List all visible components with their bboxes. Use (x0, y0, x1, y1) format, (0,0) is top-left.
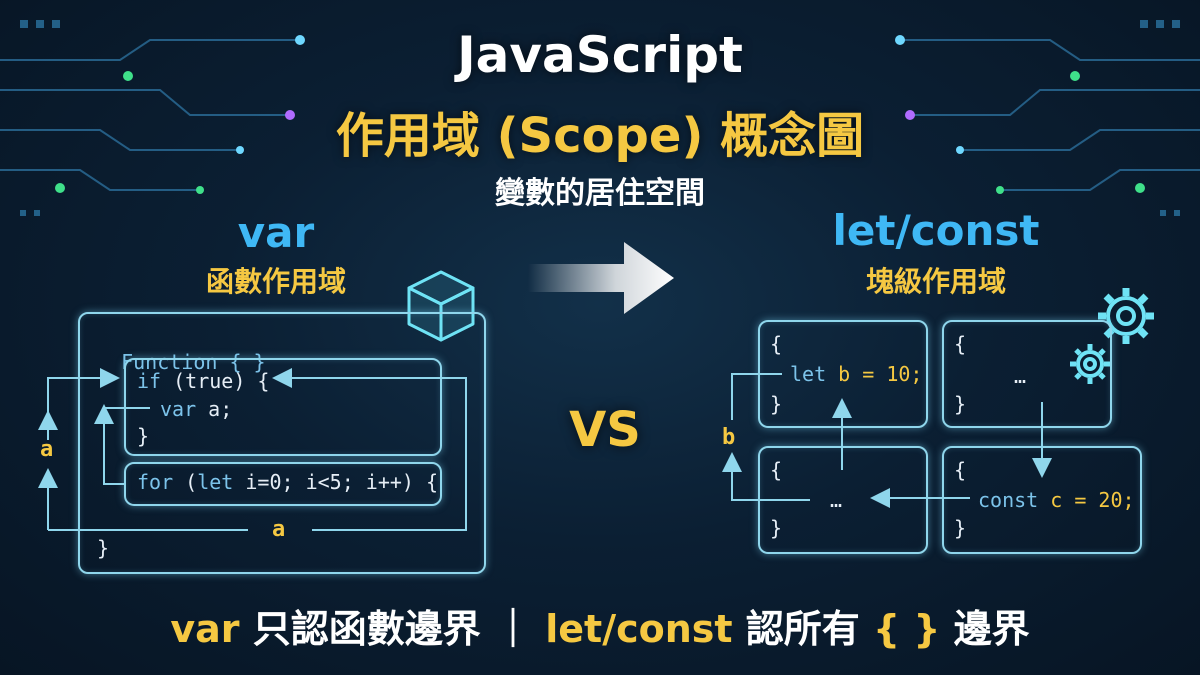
var-heading: var (237, 208, 315, 257)
var-declaration: var a; (160, 397, 233, 421)
arrow-right-icon (528, 242, 674, 314)
block1-open: { (770, 332, 783, 356)
function-scope-box (78, 312, 486, 574)
footer-summary: var 只認函數邊界 ｜ let/const 認所有 { } 邊界 (170, 607, 1030, 651)
const-c-declaration: const c = 20; (978, 488, 1135, 512)
for-statement: for (let i=0; i<5; i++) { (137, 470, 439, 494)
block2-open: { (954, 332, 967, 356)
let-const-subheading: 塊級作用域 (865, 265, 1006, 298)
block3-open: { (770, 458, 783, 482)
if-statement: if (true) { (137, 369, 270, 393)
vs-label: VS (569, 402, 641, 458)
block3-close: } (770, 516, 783, 540)
block4-close: } (954, 516, 967, 540)
cube-icon (407, 270, 475, 342)
var-subheading: 函數作用域 (205, 265, 346, 298)
var-b-side-label: b (722, 425, 736, 450)
block1-close: } (770, 392, 783, 416)
var-a-bottom-label: a (272, 517, 286, 542)
block-top-right (942, 320, 1112, 428)
function-close: } (97, 536, 110, 560)
function-open: Function { } (121, 350, 266, 374)
block2-close: } (954, 392, 967, 416)
let-const-heading: let/const (832, 206, 1040, 255)
page-title: JavaScript (457, 26, 743, 84)
page-caption: 變數的居住空間 (495, 176, 705, 211)
gear-icon (1070, 288, 1154, 384)
block4-open: { (954, 458, 967, 482)
var-a-side-label: a (40, 437, 54, 462)
for-block-box (124, 462, 442, 506)
let-b-declaration: let b = 10; (790, 362, 923, 386)
block2-dots: … (1014, 364, 1027, 388)
if-close: } (137, 424, 150, 448)
page-subtitle: 作用域 (Scope) 概念圖 (335, 108, 865, 164)
block3-dots: … (830, 488, 843, 512)
